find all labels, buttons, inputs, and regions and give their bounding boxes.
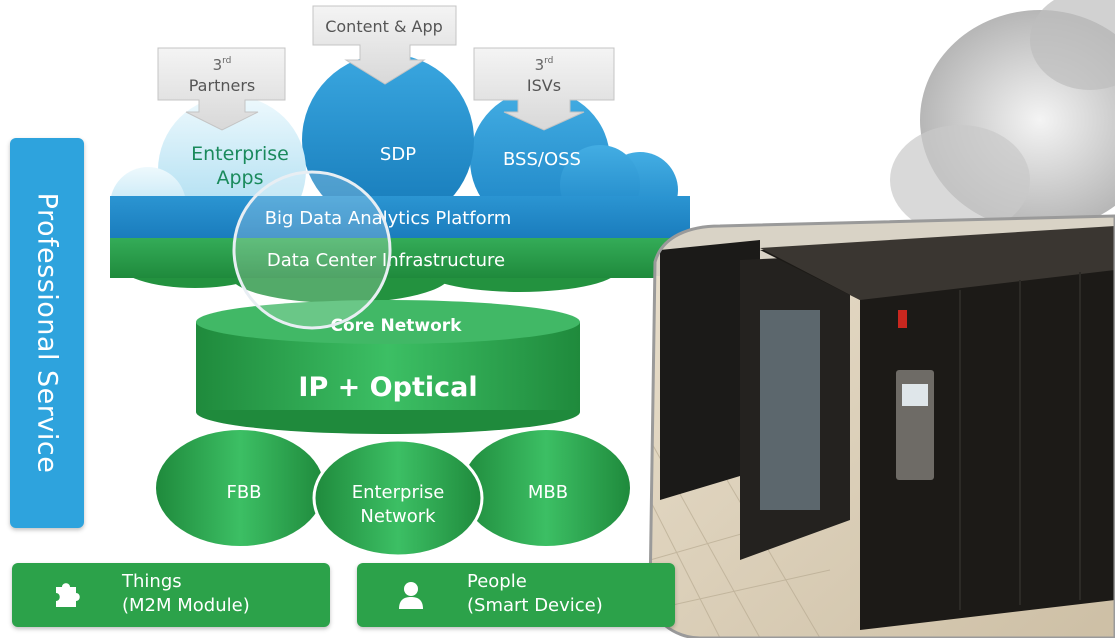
callout-content-app [312, 5, 457, 85]
smart-device-label: (Smart Device) [467, 595, 603, 616]
callout-isvs [473, 47, 615, 131]
partners-label: Partners [189, 76, 255, 95]
ip-optical-label: IP + Optical [298, 372, 477, 403]
enterprise-network-label-1: Enterprise [352, 482, 445, 503]
partners-number: 3 [213, 56, 223, 74]
people-label: People [467, 571, 527, 592]
puzzle-icon [56, 583, 80, 607]
background-cloud [890, 0, 1115, 235]
person-icon [399, 582, 423, 609]
sdp-cloud [302, 54, 474, 226]
mbb-oval [462, 430, 630, 546]
core-network-cylinder [196, 300, 580, 434]
isvs-superscript: rd [544, 56, 553, 66]
enterprise-network-oval [312, 438, 484, 558]
enterprise-apps-label-1: Enterprise [191, 143, 289, 165]
callout-partners [157, 47, 286, 131]
core-network-label: Core Network [331, 316, 463, 336]
big-data-band [110, 196, 690, 238]
sdp-label: SDP [380, 144, 416, 165]
data-center-label: Data Center Infrastructure [267, 250, 505, 271]
things-box: Things (M2M Module) [12, 563, 330, 627]
enterprise-apps-label-2: Apps [216, 167, 263, 189]
fbb-oval [156, 430, 324, 546]
people-box: People (Smart Device) [357, 563, 675, 627]
partners-superscript: rd [222, 56, 231, 66]
m2m-module-label: (M2M Module) [122, 595, 250, 616]
data-center-photo [650, 216, 1115, 638]
svg-text:3rd: 3rd [213, 56, 232, 74]
big-data-label: Big Data Analytics Platform [265, 208, 512, 229]
isvs-number: 3 [535, 56, 545, 74]
things-label: Things [122, 571, 182, 592]
fbb-label: FBB [226, 482, 261, 503]
bss-oss-label: BSS/OSS [503, 149, 581, 170]
enterprise-network-label-2: Network [360, 506, 436, 527]
magnifier-lens [232, 170, 392, 330]
svg-text:3rd: 3rd [535, 56, 554, 74]
professional-service-bar: Professional Service [10, 138, 84, 528]
content-app-label: Content & App [325, 17, 443, 36]
mbb-label: MBB [528, 482, 568, 503]
isvs-label: ISVs [527, 76, 561, 95]
